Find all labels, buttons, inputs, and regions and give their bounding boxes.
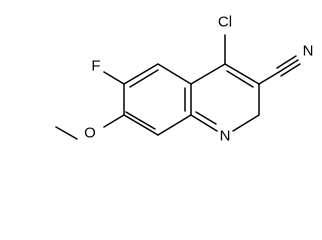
triple-bond: [280, 63, 301, 77]
bond-c-o: [103, 114, 125, 128]
pyridine-ring: [190, 63, 260, 132]
triple-bond: [278, 59, 299, 73]
bond: [123, 63, 159, 85]
bond: [232, 114, 260, 132]
bond: [190, 114, 218, 132]
ring-nitrogen-label: N: [220, 128, 231, 145]
substituent-bonds: [55, 34, 301, 140]
bond: [190, 63, 226, 85]
bond: [129, 69, 159, 88]
bond: [226, 70, 254, 88]
bond-c-f: [103, 71, 125, 85]
bond: [195, 111, 217, 125]
bond: [157, 114, 192, 136]
benzene-ring: [123, 63, 192, 136]
triple-bond: [276, 55, 297, 69]
chlorine-label: Cl: [218, 14, 232, 31]
bond: [224, 63, 260, 85]
bond-c-cn: [258, 71, 280, 85]
oxygen-label: O: [84, 125, 96, 142]
bond-o-ch3: [55, 126, 78, 140]
bond: [157, 63, 192, 85]
bond: [123, 114, 159, 136]
fluorine-label: F: [91, 58, 100, 75]
nitrile-nitrogen-label: N: [303, 43, 314, 60]
bond: [125, 111, 156, 130]
chemical-structure-diagram: Cl F O N N: [55, 14, 314, 145]
